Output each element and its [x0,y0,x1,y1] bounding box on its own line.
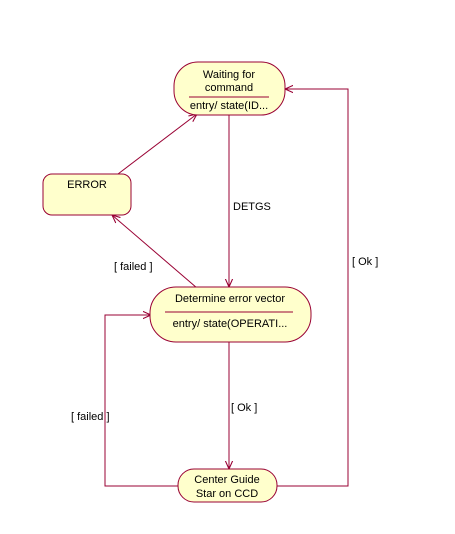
transition-failed-loop [104,315,180,487]
state-name: Waiting for [203,69,256,81]
state-entry-action: entry/ state(ID... [190,100,268,112]
state-name: Center Guide [194,474,259,486]
state-name: ERROR [67,179,107,191]
state-box [173,61,286,116]
state-name: Determine error vector [175,293,285,305]
state-waiting-for-command: Waiting for command entry/ state(ID... [173,61,286,116]
transitions [104,89,349,487]
state-determine-error-vector: Determine error vector entry/ state(OPER… [149,286,312,343]
transition-ok-right [276,89,349,487]
transition-error-to-waiting [117,114,197,175]
state-entry-action: entry/ state(OPERATI... [173,318,288,330]
state-error: ERROR [42,173,132,216]
transition-label-ok-right: [ Ok ] [352,256,378,268]
state-box [149,286,312,343]
transition-label-failed-loop: [ failed ] [71,411,110,423]
transition-label-failed-to-error: [ failed ] [114,261,153,273]
transition-label-detgs: DETGS [233,201,271,213]
transition-label-ok-down: [ Ok ] [231,402,257,414]
state-name: command [205,82,253,94]
state-center-guide-star: Center Guide Star on CCD [177,468,278,503]
state-box [42,173,132,216]
transition-failed-to-error [112,215,198,289]
state-box [177,468,278,503]
state-name: Star on CCD [196,488,258,500]
